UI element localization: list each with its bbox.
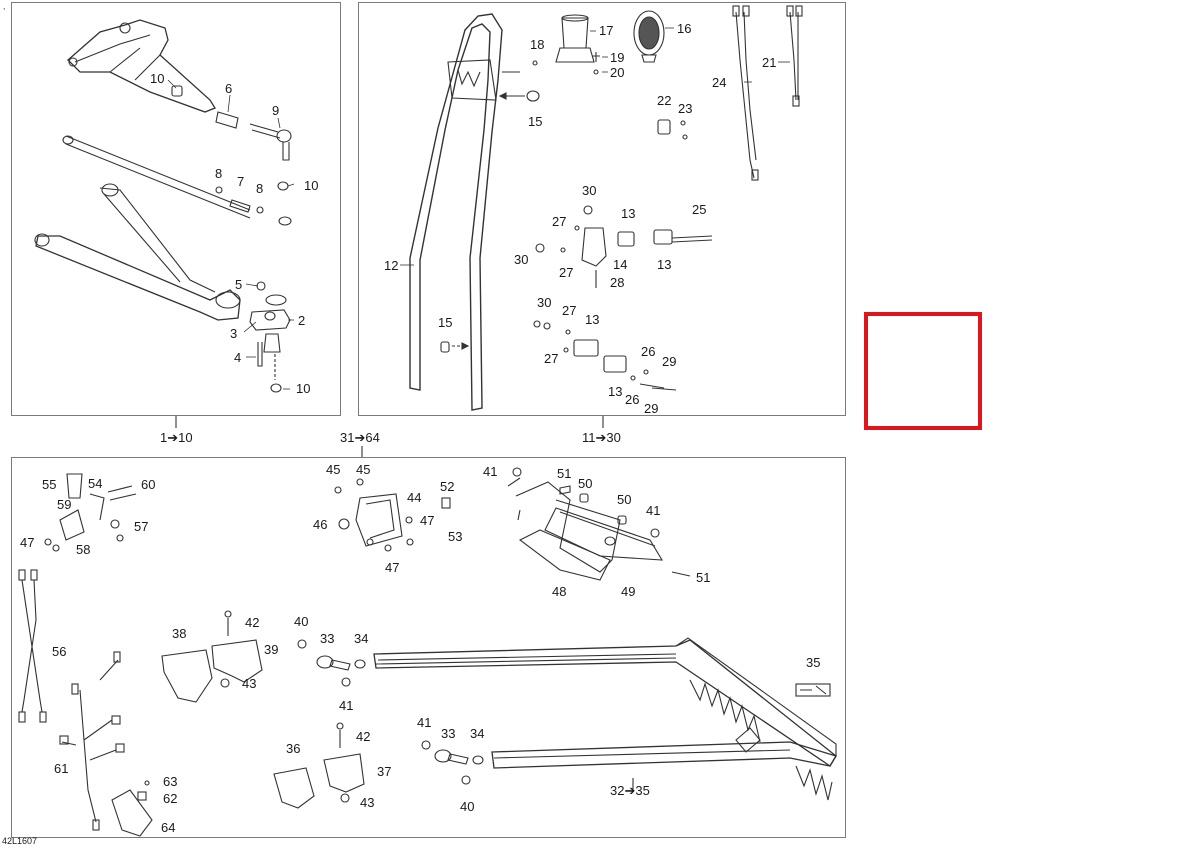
highlight-box[interactable]: [864, 312, 982, 430]
part-label-41d: 41: [417, 715, 432, 730]
part-label-50b: 50: [617, 492, 632, 507]
part-label-22: 22: [657, 93, 672, 108]
part-label-30a: 30: [582, 183, 597, 198]
part-label-51a: 51: [557, 466, 572, 481]
part-label-34a: 34: [354, 631, 369, 646]
part-label-48: 48: [552, 584, 567, 599]
part-label-23: 23: [678, 101, 693, 116]
part-label-57: 57: [134, 519, 149, 534]
part-label-30c: 30: [537, 295, 552, 310]
part-label-15b: 15: [438, 315, 453, 330]
part-label-47c: 47: [385, 560, 400, 575]
part-label-30b: 30: [514, 252, 529, 267]
part-label-26b: 26: [625, 392, 640, 407]
part-label-27a: 27: [552, 214, 567, 229]
part-label-46: 46: [313, 517, 328, 532]
part-label-45b: 45: [356, 462, 371, 477]
panel-cab-frame: [358, 2, 846, 416]
part-label-34b: 34: [470, 726, 485, 741]
part-label-25: 25: [692, 202, 707, 217]
part-label-58: 58: [76, 542, 91, 557]
part-label-29b: 29: [644, 401, 659, 416]
part-label-7: 7: [237, 174, 245, 189]
part-label-8a: 8: [215, 166, 223, 181]
part-label-63: 63: [163, 774, 178, 789]
part-label-54: 54: [88, 476, 103, 491]
part-label-10b: 10: [304, 178, 319, 193]
part-label-26a: 26: [641, 344, 656, 359]
part-label-24: 24: [712, 75, 727, 90]
panel-front-arms: [11, 2, 341, 416]
part-label-43b: 43: [360, 795, 375, 810]
part-label-33b: 33: [441, 726, 456, 741]
part-label-4: 4: [234, 350, 242, 365]
part-label-15a: 15: [528, 114, 543, 129]
part-label-37: 37: [377, 764, 392, 779]
part-label-16: 16: [677, 21, 692, 36]
part-label-53: 53: [448, 529, 463, 544]
part-label-45a: 45: [326, 462, 341, 477]
group-ref-top-left: 1➔10: [160, 430, 193, 445]
part-label-41b: 41: [646, 503, 661, 518]
part-label-19: 19: [610, 50, 625, 65]
part-label-59: 59: [57, 497, 72, 512]
part-label-44: 44: [407, 490, 422, 505]
part-label-35: 35: [806, 655, 821, 670]
part-label-10c: 10: [296, 381, 311, 396]
part-label-51b: 51: [696, 570, 711, 585]
part-label-27d: 27: [544, 351, 559, 366]
part-label-64: 64: [161, 820, 176, 835]
part-label-5: 5: [235, 277, 243, 292]
part-label-60: 60: [141, 477, 156, 492]
part-label-29a: 29: [662, 354, 677, 369]
panel-blade-assembly: [11, 457, 846, 838]
part-label-18: 18: [530, 37, 545, 52]
part-label-38: 38: [172, 626, 187, 641]
part-label-28: 28: [610, 275, 625, 290]
part-label-17: 17: [599, 23, 614, 38]
part-label-39: 39: [264, 642, 279, 657]
part-label-40b: 40: [460, 799, 475, 814]
part-label-56: 56: [52, 644, 67, 659]
part-label-42b: 42: [356, 729, 371, 744]
part-label-13d: 13: [608, 384, 623, 399]
part-label-27c: 27: [562, 303, 577, 318]
part-label-47b: 47: [420, 513, 435, 528]
part-label-10a: 10: [150, 71, 165, 86]
part-label-13b: 13: [657, 257, 672, 272]
part-label-8b: 8: [256, 181, 264, 196]
part-label-52: 52: [440, 479, 455, 494]
part-label-6: 6: [225, 81, 233, 96]
part-label-13a: 13: [621, 206, 636, 221]
part-label-49: 49: [621, 584, 636, 599]
part-label-27b: 27: [559, 265, 574, 280]
part-label-62: 62: [163, 791, 178, 806]
part-label-14: 14: [613, 257, 628, 272]
part-label-33a: 33: [320, 631, 335, 646]
group-ref-bottom: 31➔64: [340, 430, 380, 445]
part-label-55: 55: [42, 477, 57, 492]
part-label-20: 20: [610, 65, 625, 80]
part-label-13c: 13: [585, 312, 600, 327]
part-label-9: 9: [272, 103, 280, 118]
part-label-41c: 41: [339, 698, 354, 713]
group-ref-bucket: 32➔35: [610, 783, 650, 798]
diagram-code: 42L1607: [2, 836, 38, 846]
part-label-41a: 41: [483, 464, 498, 479]
part-label-12: 12: [384, 258, 399, 273]
part-label-2: 2: [298, 313, 306, 328]
part-label-3: 3: [230, 326, 238, 341]
part-label-40a: 40: [294, 614, 309, 629]
group-ref-top-middle: 11➔30: [582, 430, 621, 445]
part-label-61: 61: [54, 761, 69, 776]
part-label-42a: 42: [245, 615, 260, 630]
part-label-21: 21: [762, 55, 777, 70]
part-label-36: 36: [286, 741, 301, 756]
part-label-47a: 47: [20, 535, 35, 550]
corner-mark: ,: [3, 2, 6, 11]
part-label-50a: 50: [578, 476, 593, 491]
part-label-43a: 43: [242, 676, 257, 691]
